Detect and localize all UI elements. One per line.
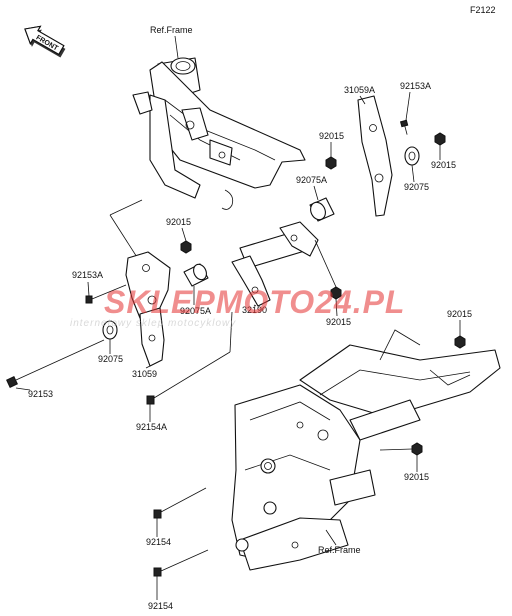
part-31059-label: 31059 xyxy=(132,369,157,379)
washer-92075-right xyxy=(404,146,420,166)
lower-frame xyxy=(231,329,501,571)
part-92075-left-label: 92075 xyxy=(98,354,123,364)
collar-92075a-right xyxy=(309,197,335,222)
ref-frame-top-label: Ref.Frame xyxy=(150,25,193,35)
part-92075-right-label: 92075 xyxy=(404,182,429,192)
part-31059a-label: 31059A xyxy=(344,85,375,95)
part-92153-label: 92153 xyxy=(28,389,53,399)
nut-92015-upper-right xyxy=(434,132,446,146)
part-92015-upper-left-label: 92015 xyxy=(319,131,344,141)
nut-92015-mid-left xyxy=(180,240,192,254)
bracket-31059a xyxy=(357,95,393,217)
bolt-92153 xyxy=(6,339,105,388)
part-32190-label: 32190 xyxy=(242,305,267,315)
nut-92015-lower-right xyxy=(411,442,423,456)
bolt-92154-mid xyxy=(153,487,207,519)
part-92015-upper-right-label: 92015 xyxy=(431,160,456,170)
part-92015-lower-right-label: 92015 xyxy=(404,472,429,482)
nut-92015-far-right xyxy=(454,335,466,349)
nut-92015-upper-left xyxy=(325,156,337,170)
part-92015-mid-left-label: 92015 xyxy=(166,217,191,227)
part-92154-mid-label: 92154 xyxy=(146,537,171,547)
crossbar-32190 xyxy=(231,221,319,307)
ref-frame-bottom-label: Ref.Frame xyxy=(318,545,361,555)
part-92075a-left-label: 92075A xyxy=(180,306,211,316)
collar-92075a-left xyxy=(183,263,209,287)
bolt-92153a-top xyxy=(399,119,409,135)
bolt-92154a xyxy=(146,351,231,405)
part-92015-mid-label: 92015 xyxy=(326,317,351,327)
part-92015-far-right-label: 92015 xyxy=(447,309,472,319)
front-arrow-icon: FRONT xyxy=(24,25,66,58)
part-92153a-top-label: 92153A xyxy=(400,81,431,91)
part-92154-bottom-label: 92154 xyxy=(148,601,173,611)
figure-code: F2122 xyxy=(470,5,496,15)
part-92075a-right-label: 92075A xyxy=(296,175,327,185)
watermark: SKLEPMOTO24.PL internetowy sklep motocyk… xyxy=(70,284,405,329)
part-92153a-left-label: 92153A xyxy=(72,270,103,280)
watermark-main: SKLEPMOTO24.PL xyxy=(104,284,405,320)
part-92154a-label: 92154A xyxy=(136,422,167,432)
bolt-92154-bottom xyxy=(153,549,209,577)
watermark-sub: internetowy sklep motocyklowy xyxy=(70,318,236,329)
upper-frame xyxy=(132,57,306,210)
bracket-31059 xyxy=(139,307,165,367)
